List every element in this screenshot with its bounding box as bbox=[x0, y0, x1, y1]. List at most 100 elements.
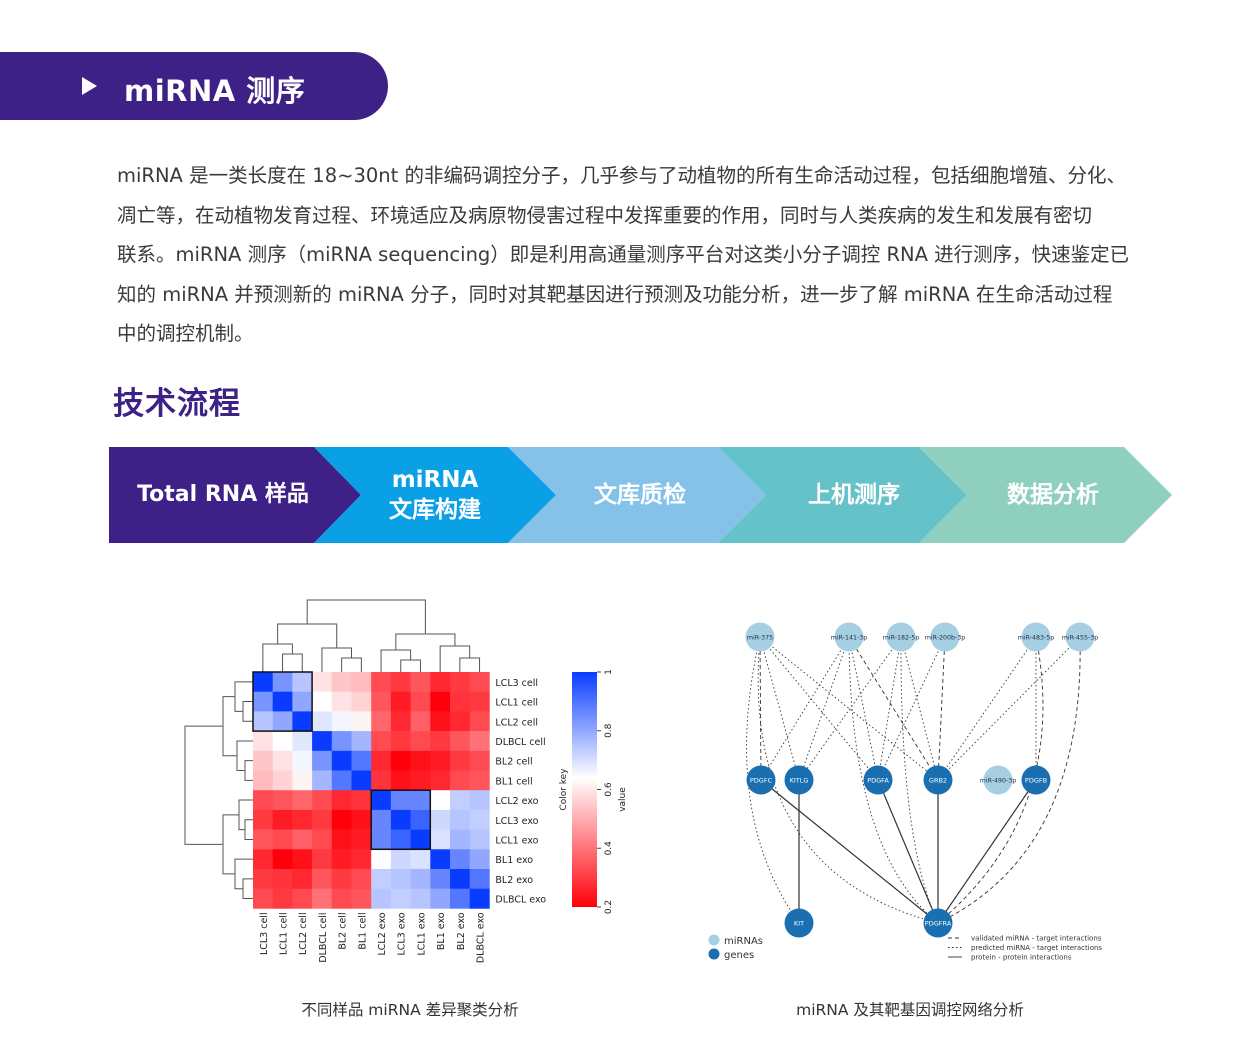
heatmap-cell bbox=[292, 869, 313, 889]
heatmap-cell bbox=[331, 790, 352, 811]
heatmap-cell bbox=[390, 750, 411, 771]
color-key-value-label: value bbox=[618, 787, 628, 812]
heatmap-cell bbox=[371, 888, 392, 909]
network-edge bbox=[937, 636, 1044, 924]
heatmap-cell bbox=[272, 829, 293, 850]
network-node-label: KITLG bbox=[790, 777, 809, 785]
heatmap-cell bbox=[450, 809, 470, 830]
heatmap-cell bbox=[371, 731, 392, 752]
heatmap-col-label: LCL3 cell bbox=[259, 912, 270, 955]
heatmap-cell bbox=[371, 809, 392, 830]
heatmap-cell bbox=[430, 750, 451, 771]
legend-mirnas-label: miRNAs bbox=[724, 936, 763, 947]
network-node-label: GRB2 bbox=[929, 777, 947, 785]
heatmap-col-label: LCL2 exo bbox=[377, 912, 388, 955]
heatmap-cell bbox=[272, 849, 293, 870]
heatmap-cell bbox=[331, 770, 352, 791]
heatmap-cell bbox=[450, 672, 470, 692]
heatmap-cell bbox=[371, 672, 392, 692]
heatmap-row-dendrogram bbox=[184, 681, 253, 900]
heatmap-row-label: DLBCL exo bbox=[495, 895, 546, 906]
legend-genes-label: genes bbox=[724, 950, 754, 961]
heatmap-cell bbox=[371, 691, 392, 712]
legend-edge-label: validated miRNA - target interactions bbox=[971, 935, 1102, 943]
network-edge bbox=[798, 636, 850, 781]
heatmap-cell bbox=[253, 888, 273, 909]
intro-line: 中的调控机制。 bbox=[117, 322, 254, 346]
heatmap-row-label: LCL1 exo bbox=[495, 835, 538, 846]
heatmap-cell bbox=[469, 672, 490, 692]
mirna-node bbox=[886, 622, 916, 652]
heatmap-cell bbox=[272, 770, 293, 791]
gene-node bbox=[923, 908, 953, 938]
legend-edge-label: predicted miRNA - target interactions bbox=[971, 944, 1102, 952]
heatmap-cell bbox=[312, 770, 333, 791]
heatmap-cell bbox=[312, 790, 333, 811]
heatmap-col-label: BL1 exo bbox=[436, 912, 447, 950]
heatmap-cell bbox=[410, 672, 431, 692]
heatmap-cell bbox=[410, 888, 431, 909]
heatmap-row-label: LCL2 exo bbox=[495, 796, 538, 807]
dendrogram-link bbox=[244, 819, 253, 840]
heatmap-cell bbox=[312, 731, 333, 752]
heatmap-cell bbox=[253, 731, 273, 752]
heatmap-row-label: LCL3 cell bbox=[495, 678, 538, 689]
color-key-tick-label: 0.8 bbox=[604, 723, 614, 738]
heatmap-cell bbox=[312, 750, 333, 771]
network-edge bbox=[937, 779, 1037, 924]
heatmap-cell bbox=[450, 770, 470, 791]
heatmap-cell bbox=[351, 691, 372, 712]
heatmap-cell bbox=[312, 849, 333, 870]
network-edge bbox=[877, 779, 939, 924]
network-edge bbox=[798, 636, 902, 781]
network-edge bbox=[937, 636, 1037, 781]
heatmap-cell bbox=[450, 731, 470, 752]
heatmap-cell bbox=[351, 672, 372, 692]
heatmap-cell bbox=[371, 869, 392, 889]
heatmap-cell bbox=[292, 849, 313, 870]
heatmap-cell bbox=[430, 731, 451, 752]
legend-edge-label: protein - protein interactions bbox=[971, 954, 1072, 962]
gene-node bbox=[784, 765, 814, 795]
heatmap-cell bbox=[371, 790, 392, 811]
dendrogram-link bbox=[262, 643, 293, 672]
heatmap-cell bbox=[450, 869, 470, 889]
heatmap-cell bbox=[272, 731, 293, 752]
heatmap-cell bbox=[292, 711, 313, 732]
heatmap-cell bbox=[351, 790, 372, 811]
mirna-node bbox=[983, 765, 1013, 795]
heatmap-cell bbox=[272, 691, 293, 712]
heatmap-cell bbox=[272, 869, 293, 889]
mirna-node bbox=[930, 622, 960, 652]
heatmap-cell bbox=[469, 829, 490, 850]
network-caption: miRNA 及其靶基因调控网络分析 bbox=[796, 1001, 1024, 1019]
heatmap-cell bbox=[430, 809, 451, 830]
heatmap-cell bbox=[390, 888, 411, 909]
heatmap-cell bbox=[430, 770, 451, 791]
mirna-node bbox=[1021, 622, 1051, 652]
gene-node bbox=[863, 765, 893, 795]
heatmap-cell bbox=[430, 869, 451, 889]
workflow-step-2-line2: 文库构建 bbox=[389, 497, 481, 523]
color-key-tick-label: 0.2 bbox=[604, 900, 614, 914]
network-edge bbox=[759, 636, 800, 781]
heatmap-col-label: BL2 cell bbox=[338, 912, 349, 949]
gene-node bbox=[784, 908, 814, 938]
heatmap-row-label: BL1 exo bbox=[495, 855, 533, 866]
dendrogram-link bbox=[439, 645, 471, 672]
heatmap-cell bbox=[331, 750, 352, 771]
intro-paragraph: miRNA 是一类长度在 18~30nt 的非编码调控分子，几乎参与了动植物的所… bbox=[117, 156, 1167, 354]
dendrogram-link bbox=[242, 701, 253, 722]
network-edges bbox=[746, 636, 1081, 924]
dendrogram-link bbox=[234, 858, 253, 890]
heatmap-cell bbox=[253, 770, 273, 791]
intro-line: miRNA 是一类长度在 18~30nt 的非编码调控分子，几乎参与了动植物的所… bbox=[117, 164, 1126, 187]
heatmap-cell bbox=[450, 790, 470, 811]
heatmap-cell bbox=[312, 869, 333, 889]
heatmap-cell bbox=[430, 790, 451, 811]
heatmap-cell bbox=[469, 691, 490, 712]
heatmap-cell bbox=[292, 672, 313, 692]
heatmap-cell bbox=[390, 790, 411, 811]
heatmap-cell bbox=[450, 711, 470, 732]
